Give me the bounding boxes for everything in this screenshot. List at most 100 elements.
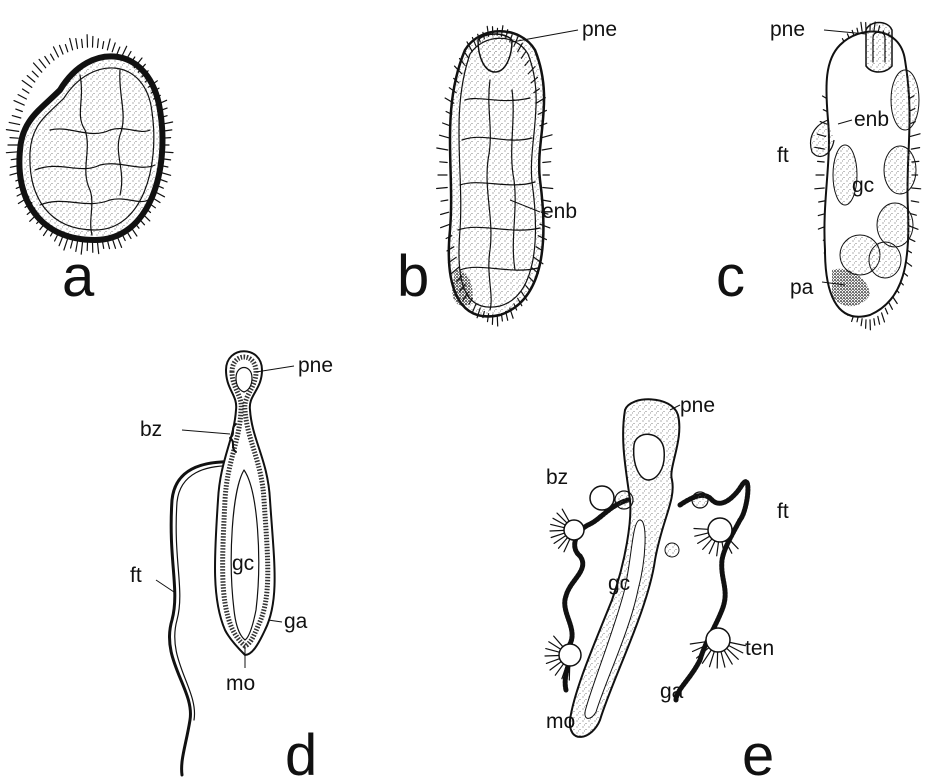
panel-d: pne bz ft gc ga mo d (130, 351, 333, 783)
tentacle-ray (698, 536, 710, 543)
cilium (117, 47, 120, 54)
cilium (82, 39, 83, 47)
panel-e-letter: e (742, 723, 774, 783)
panel-d-label-ft: ft (130, 564, 142, 587)
cilium (98, 243, 99, 254)
cilium (882, 313, 885, 322)
cilium (22, 81, 32, 88)
cilium (45, 57, 50, 64)
cilium (441, 224, 451, 228)
cilium (6, 130, 18, 132)
panel-c-pne-leader (824, 30, 866, 34)
cilium (65, 45, 67, 52)
cilium (911, 201, 918, 202)
panel-d-ft-leader (156, 580, 174, 592)
panel-b-label-enb: enb (542, 200, 577, 223)
tentacle-ray (721, 652, 725, 668)
cilium (441, 200, 448, 201)
panel-e-label-mo: mo (546, 710, 575, 733)
panel-c-label-enb: enb (854, 108, 889, 131)
panel-b-label-pne: pne (582, 18, 617, 41)
cilium (54, 47, 59, 57)
cilium (543, 188, 553, 189)
tentacle-ray (550, 530, 564, 531)
cilium (815, 188, 824, 189)
cilium (76, 39, 78, 49)
panel-e-label-ft: ft (777, 500, 789, 523)
panel-d-ga-leader (268, 620, 282, 622)
cilium (874, 319, 875, 326)
cilium (541, 135, 552, 138)
cilium (60, 45, 64, 54)
cilium (441, 212, 449, 214)
panel-d-label-ga: ga (284, 610, 308, 633)
panel-e-label-ten: ten (745, 637, 774, 660)
cilium (6, 152, 18, 153)
cilium (27, 76, 35, 82)
tentacle-ray (694, 529, 708, 530)
panel-e-tentacle-right (676, 482, 748, 700)
panel-d-label-pne: pne (298, 354, 333, 377)
panel-e-label-gc: gc (608, 572, 630, 595)
panel-c-letter: c (716, 244, 745, 309)
cilium (32, 71, 38, 77)
cilium (107, 39, 110, 50)
tentacle-ray (695, 533, 709, 536)
cilium (39, 59, 46, 67)
panel-d-label-gc: gc (232, 552, 254, 575)
panel-e-label-pne: pne (680, 394, 715, 417)
cilium (861, 319, 862, 326)
panel-b: pne enb b (397, 18, 617, 326)
cilium (51, 54, 55, 60)
panel-a: a (6, 35, 173, 309)
panel-c-label-pa: pa (790, 276, 814, 299)
cilium (18, 95, 26, 99)
panel-d-letter: d (285, 723, 317, 783)
cilium (819, 201, 825, 202)
panel-e-label-ga: ga (660, 680, 684, 703)
cilium (543, 162, 551, 163)
cilium (112, 43, 115, 52)
cilium (16, 109, 22, 111)
tentacle-ray (545, 656, 559, 657)
panel-d-bz-leader (182, 430, 230, 434)
cilium (818, 161, 825, 162)
cilium (103, 42, 104, 49)
cilium (440, 162, 447, 163)
panel-e-label-bz: bz (546, 466, 568, 489)
tentacle-ray (730, 642, 746, 645)
cilium (70, 39, 73, 50)
cilium (10, 138, 18, 139)
cilium (910, 134, 920, 137)
panel-c-label-ft: ft (777, 144, 789, 167)
tentacle-ray (551, 524, 565, 527)
panel-c-label-gc: gc (852, 174, 874, 197)
panel-c-neuroectoderm (866, 23, 892, 73)
panel-a-letter: a (62, 244, 95, 309)
cilium (911, 148, 919, 150)
cilium (443, 123, 451, 126)
tentacle-ray (551, 533, 564, 537)
cilium (98, 39, 99, 48)
panel-c: pne enb ft gc pa c (716, 18, 921, 330)
cilium (861, 22, 862, 31)
tentacle-ray (546, 659, 559, 664)
cilium (437, 148, 448, 150)
cilium (23, 89, 29, 93)
cilium (34, 63, 42, 72)
panel-b-letter: b (397, 244, 429, 309)
cilium (12, 116, 20, 118)
panel-e-neuroectoderm (634, 434, 665, 480)
tentacle-ray (710, 651, 715, 666)
tentacle-ray (546, 649, 560, 653)
cilium (9, 122, 19, 124)
tentacle-ray (717, 542, 719, 556)
panel-d-label-mo: mo (226, 672, 255, 695)
cilium (440, 135, 449, 138)
panel-c-label-pne: pne (770, 18, 805, 41)
cilium (542, 148, 551, 150)
cilium (14, 101, 24, 106)
cilium (889, 303, 893, 310)
cilium (437, 188, 448, 189)
